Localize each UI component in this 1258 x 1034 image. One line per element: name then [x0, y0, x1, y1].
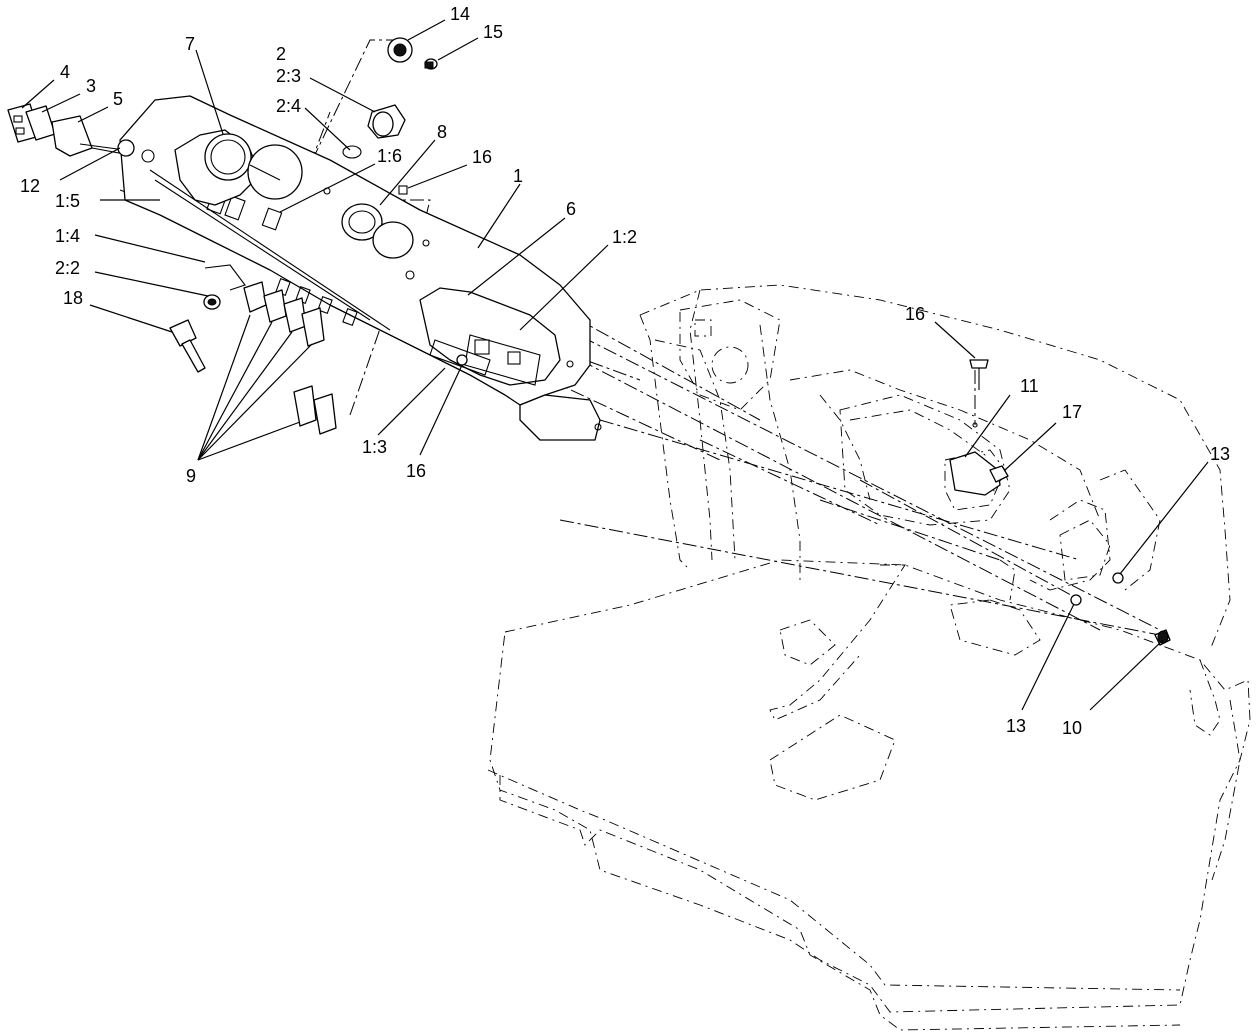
callout-15: 15: [483, 22, 503, 42]
key-and-knob: [169, 264, 468, 373]
rocker-switches: [243, 281, 337, 435]
callout-8: 8: [437, 122, 447, 142]
callout-3: 3: [86, 76, 96, 96]
callout-16-upper: 16: [472, 147, 492, 167]
right-hardware: [949, 359, 1171, 646]
callout-13-upper: 13: [1210, 444, 1230, 464]
key-switch: [342, 104, 406, 159]
callout-5: 5: [113, 89, 123, 109]
leader-lines: [21, 19, 1209, 711]
grommet: [341, 185, 414, 259]
assembly-phantom-lines: [119, 39, 1166, 637]
callout-12: 12: [20, 176, 40, 196]
callout-2: 2: [276, 44, 286, 64]
callout-11: 11: [1020, 376, 1039, 396]
callout-1-3: 1:3: [362, 437, 387, 457]
callout-18: 18: [63, 288, 83, 308]
callout-17: 17: [1062, 402, 1082, 422]
deck-body-phantom: [487, 284, 1251, 1031]
callout-14: 14: [450, 4, 470, 24]
callout-1-2: 1:2: [612, 227, 637, 247]
callout-6: 6: [566, 199, 576, 219]
callout-1-5: 1:5: [55, 191, 80, 211]
callout-2-3: 2:3: [276, 66, 301, 86]
callout-1: 1: [513, 166, 523, 186]
callout-16-lower: 16: [406, 461, 426, 481]
callout-2-4: 2:4: [276, 96, 301, 116]
callout-1-6: 1:6: [377, 146, 402, 166]
callout-16-right: 16: [905, 304, 925, 324]
callout-10: 10: [1062, 718, 1082, 738]
hour-meter-gauge: [174, 129, 303, 206]
connectors: [7, 103, 135, 157]
callout-1-4: 1:4: [55, 226, 80, 246]
callout-7: 7: [185, 34, 195, 54]
callout-labels: 14 15 7 2 2:3 2:4 4 3 5 1:6 8 16 12 1 1:…: [20, 4, 1230, 738]
plug-and-screw: [387, 37, 438, 70]
callout-13-lower: 13: [1006, 716, 1026, 736]
callout-4: 4: [60, 62, 70, 82]
callout-9: 9: [186, 466, 196, 486]
callout-2-2: 2:2: [55, 258, 80, 278]
console-bracket: [679, 299, 1111, 581]
